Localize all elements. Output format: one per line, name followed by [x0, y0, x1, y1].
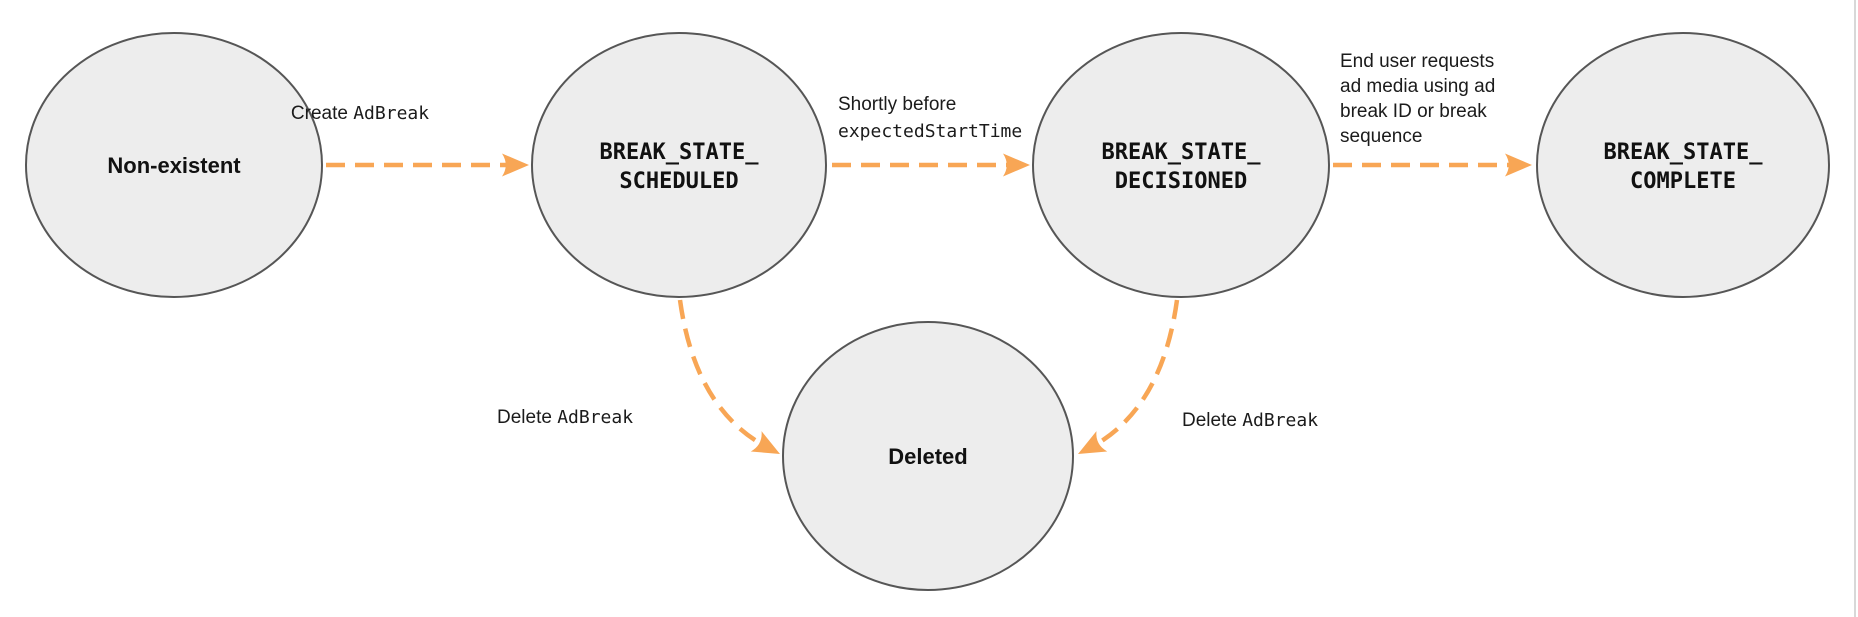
state-node-break-state-complete — [1536, 32, 1830, 298]
transition-label-create-code: AdBreak — [353, 103, 429, 124]
transition-label-delete-decisioned-prefix: Delete — [1182, 410, 1242, 431]
state-label-complete-line1: BREAK_STATE_ — [1604, 140, 1764, 165]
state-label-non-existent: Non-existent — [107, 153, 241, 178]
transition-label-end-user-line3: break ID or break — [1340, 101, 1487, 122]
transition-label-end-user-line1: End user requests — [1340, 51, 1494, 72]
transition-label-end-user-line4: sequence — [1340, 126, 1422, 147]
state-node-non-existent — [25, 32, 323, 298]
arrowhead-delete-scheduled — [750, 431, 780, 454]
transition-label-before-start-code: expectedStartTime — [838, 121, 1022, 142]
transition-label-end-user-line2: ad media using ad — [1340, 76, 1495, 97]
arrowhead-before-start — [1003, 153, 1030, 177]
transition-label-create-adbreak: Create AdBreak — [291, 103, 429, 124]
arrowhead-end-user-request — [1505, 153, 1532, 177]
transition-label-before-start-line1: Shortly before — [838, 94, 956, 115]
state-label-decisioned-line2: DECISIONED — [1115, 169, 1247, 194]
transition-arrow-delete-scheduled — [677, 299, 760, 444]
transition-arrow-delete-decisioned — [1098, 299, 1180, 444]
state-node-break-state-scheduled — [531, 32, 827, 298]
state-label-scheduled-line2: SCHEDULED — [619, 169, 738, 194]
transition-label-delete-scheduled: Delete AdBreak — [497, 407, 633, 428]
arrowhead-create-adbreak — [502, 153, 529, 177]
state-label-deleted: Deleted — [888, 444, 967, 469]
state-label-scheduled-line1: BREAK_STATE_ — [600, 140, 760, 165]
transition-label-delete-decisioned: Delete AdBreak — [1182, 410, 1318, 431]
transition-label-delete-scheduled-code: AdBreak — [557, 407, 633, 428]
transition-label-delete-decisioned-code: AdBreak — [1242, 410, 1318, 431]
state-label-decisioned-line1: BREAK_STATE_ — [1102, 140, 1262, 165]
arrowhead-delete-decisioned — [1078, 431, 1108, 454]
state-label-complete-line2: COMPLETE — [1630, 169, 1736, 194]
state-node-deleted — [782, 321, 1074, 591]
transition-label-create-prefix: Create — [291, 103, 353, 124]
state-node-break-state-decisioned — [1032, 32, 1330, 298]
transition-label-delete-scheduled-prefix: Delete — [497, 407, 557, 428]
